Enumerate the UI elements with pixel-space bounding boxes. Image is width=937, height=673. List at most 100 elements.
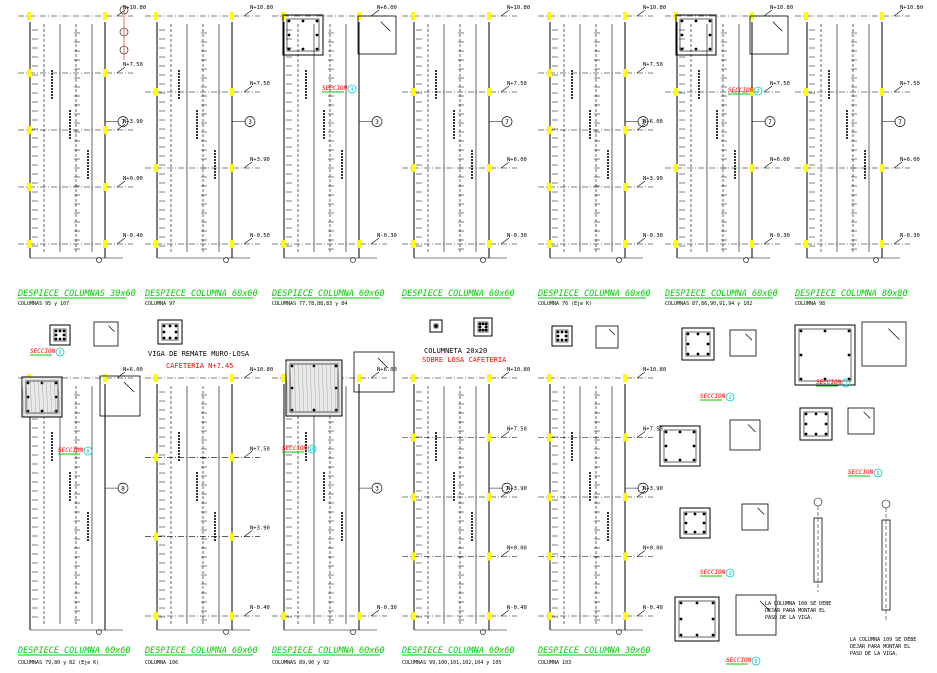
- level-tick: [370, 609, 380, 617]
- panel-caption: COLUMNAS 79,80 y 82 (Eje K): [18, 660, 99, 666]
- section-bar: [26, 381, 30, 385]
- section-bar: [814, 432, 818, 436]
- seccion-label: SECCION: [726, 657, 752, 664]
- splice-marker: [357, 240, 361, 248]
- panel-title: DESPIECE COLUMNAS 30x60: [17, 289, 136, 299]
- section-hatch: [329, 361, 333, 415]
- right-note-6: PASO DE LA VIGA.: [850, 651, 898, 657]
- section-bar: [54, 395, 58, 399]
- splice-marker: [230, 612, 234, 620]
- splice-marker: [230, 453, 234, 462]
- section-hatch: [333, 361, 337, 415]
- splice-marker: [487, 240, 491, 248]
- splice-marker: [281, 240, 285, 248]
- section-bar: [62, 333, 66, 337]
- section-bar: [484, 325, 488, 329]
- panel-title: DESPIECE COLUMNA 60x60: [664, 289, 778, 299]
- seccion-circle: [841, 378, 851, 388]
- level-label: N+7.50: [507, 81, 527, 87]
- level-label: N+6.00: [643, 119, 663, 125]
- section-bar: [564, 330, 568, 334]
- section-bar: [478, 325, 482, 329]
- splice-marker: [547, 493, 551, 501]
- section-hatch: [325, 361, 329, 415]
- seccion-number: 1: [728, 395, 731, 401]
- hook-top-1: [357, 15, 397, 55]
- base-symbol: [96, 629, 102, 635]
- level-tick: [636, 66, 646, 74]
- callout-circle: [501, 482, 513, 494]
- seccion-circle: [725, 568, 735, 578]
- splice-marker: [487, 552, 491, 561]
- section-bar: [664, 430, 668, 434]
- base-symbol: [743, 257, 749, 263]
- panel-title: DESPIECE COLUMNA 60x60: [144, 646, 258, 656]
- level-label: N-0.30: [900, 233, 920, 239]
- level-tick: [763, 237, 773, 245]
- panel-caption: COLUMNAS 77,78,88,83 y 84: [272, 301, 347, 307]
- section-hatch: [317, 361, 321, 415]
- section-bar: [301, 47, 305, 51]
- section-bar: [684, 530, 688, 534]
- panel-title: DESPIECE COLUMNA 60x60: [17, 646, 131, 656]
- splice-marker: [281, 612, 285, 620]
- splice-marker: [154, 240, 158, 248]
- level-label: N+0.00: [643, 546, 663, 552]
- level-tick: [500, 431, 510, 438]
- section-bar: [484, 322, 488, 326]
- section-bar: [560, 330, 564, 334]
- column-elevation-top-4: N+10.80N+7.50N+6.00N+3.90N-0.303DESPIECE…: [537, 5, 666, 307]
- level-tick: [636, 9, 646, 17]
- section-bar: [799, 353, 803, 357]
- section-bar: [711, 617, 715, 621]
- hook-right-1: [729, 329, 757, 357]
- section-outline: [799, 407, 833, 441]
- splice-marker: [623, 374, 627, 382]
- splice-marker: [547, 12, 551, 20]
- section-bar: [556, 330, 560, 334]
- level-tick: [636, 371, 646, 379]
- splice-marker: [230, 12, 234, 20]
- section-stirrup: [161, 323, 179, 341]
- panel-caption: COLUMNA 106: [145, 660, 178, 666]
- section-bar: [556, 334, 560, 338]
- section-bar: [162, 324, 166, 328]
- section-bar: [799, 329, 803, 333]
- section-bar: [678, 430, 682, 434]
- viga-title-2: CAFETERIA N+7.45: [166, 362, 233, 370]
- section-bar: [686, 352, 690, 356]
- section-bar: [824, 422, 828, 426]
- splice-marker: [804, 88, 808, 96]
- seccion-label: SECCION: [30, 348, 56, 355]
- section-bar: [54, 333, 58, 337]
- level-label: N-0.30: [377, 605, 397, 611]
- seccion-number: 7: [756, 89, 759, 95]
- section-bar: [287, 33, 291, 37]
- section-outline: [681, 327, 715, 361]
- level-label: N+10.80: [643, 5, 666, 11]
- section-bar: [40, 381, 44, 385]
- level-label: N+3.90: [250, 526, 270, 532]
- section-hatch: [33, 378, 37, 416]
- section-bar: [847, 353, 851, 357]
- level-label: N+7.50: [123, 62, 143, 68]
- splice-marker: [411, 433, 415, 442]
- section-bar: [706, 342, 710, 346]
- splice-marker: [487, 88, 491, 96]
- section-bar: [711, 633, 715, 637]
- base-symbol: [223, 257, 229, 263]
- level-label: N+10.80: [507, 5, 530, 11]
- section-bar: [174, 336, 178, 340]
- section-bar: [706, 332, 710, 336]
- splice-marker: [487, 164, 491, 172]
- right-note-3: PASO DE LA VIGA.: [765, 615, 813, 621]
- section-bar: [287, 47, 291, 51]
- splice-marker: [750, 164, 754, 172]
- section-stirrup: [663, 429, 697, 463]
- level-label: N+10.80: [250, 5, 273, 11]
- callout-number: 3: [641, 119, 645, 126]
- hook-detail-box: [595, 325, 619, 349]
